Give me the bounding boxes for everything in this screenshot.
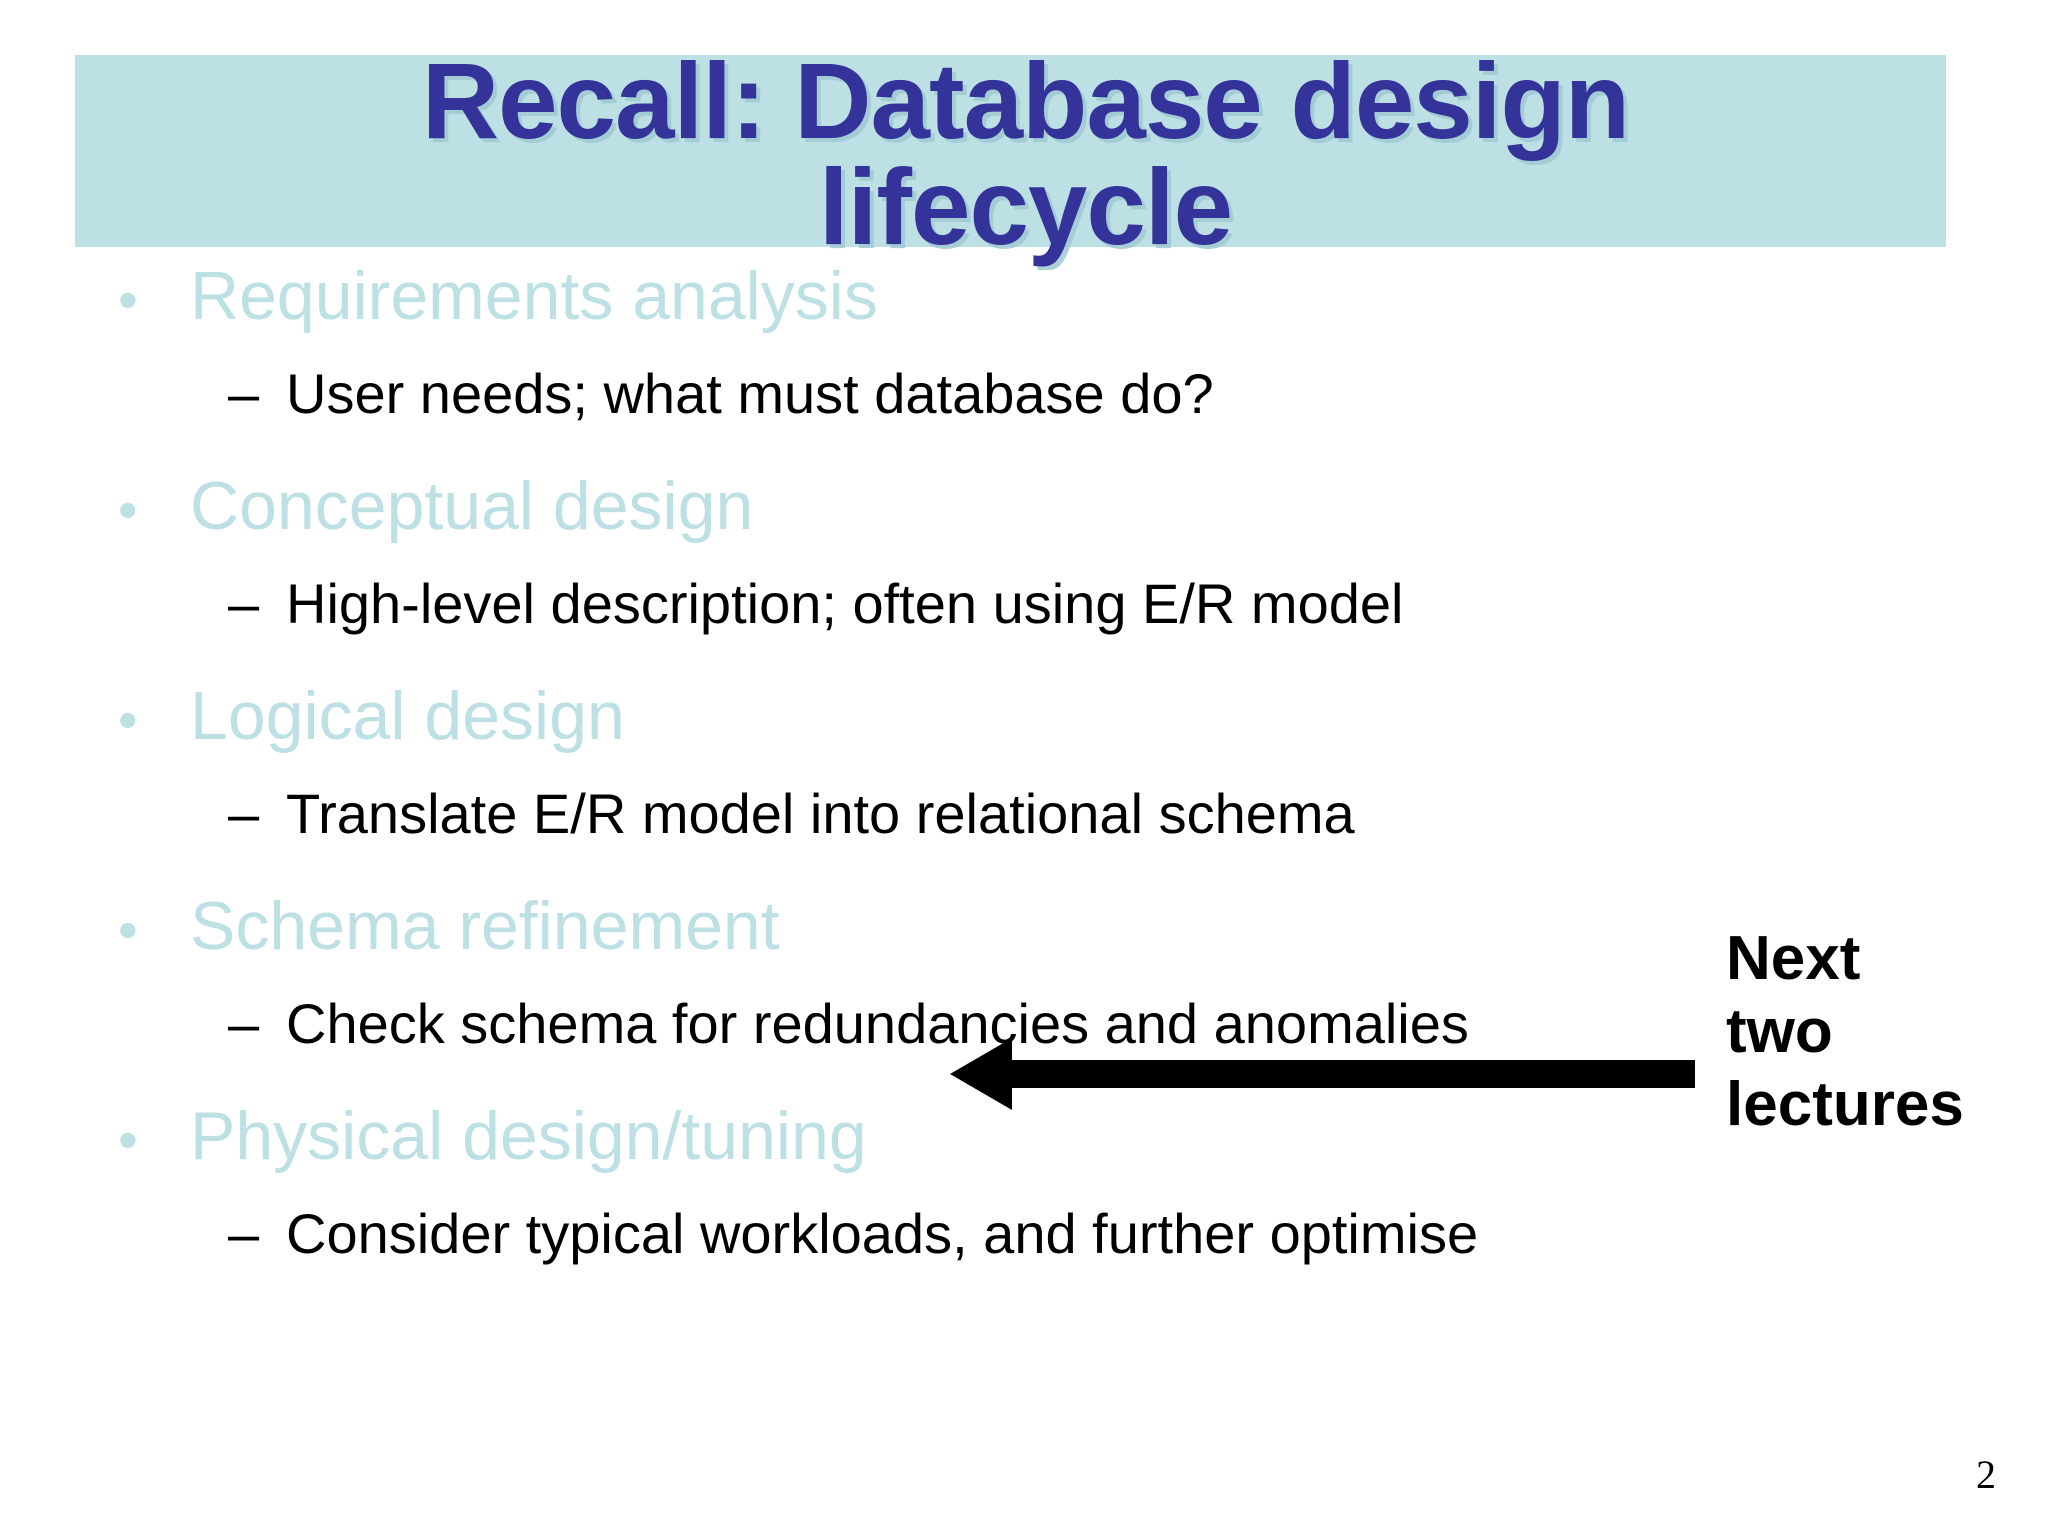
outline-subitem-label: High-level description; often using E/R … [286,572,1404,635]
outline-item-label: Requirements analysis [190,258,878,334]
outline-body: • Requirements analysis – User needs; wh… [0,262,2048,1312]
annotation-label: Next two lectures [1726,924,1964,1140]
bullet-dash-icon: – [228,782,260,845]
page-number: 2 [1976,1452,1996,1497]
title-band [75,55,1946,247]
outline-subitem-label: Consider typical workloads, and further … [286,1202,1479,1265]
outline-subitem-check-schema: – Check schema for redundancies and anom… [0,996,2048,1102]
outline-item-conceptual-design: • Conceptual design [0,472,2048,576]
outline-subitem-consider-workloads: – Consider typical workloads, and furthe… [0,1206,2048,1312]
outline-subitem-user-needs: – User needs; what must database do? [0,366,2048,472]
bullet-dot-icon: • [118,688,138,751]
bullet-dash-icon: – [228,992,260,1055]
outline-subitem-high-level-description: – High-level description; often using E/… [0,576,2048,682]
slide-title: Recall: Database design lifecycle [421,40,1630,267]
outline-item-label: Logical design [190,678,625,754]
annotation-arrow-container [950,1038,1695,1110]
outline-item-schema-refinement: • Schema refinement [0,892,2048,996]
bullet-dot-icon: • [118,898,138,961]
outline-item-physical-design-tuning: • Physical design/tuning [0,1102,2048,1206]
bullet-dash-icon: – [228,1202,260,1265]
outline-item-label: Schema refinement [190,888,780,964]
bullet-dash-icon: – [228,572,260,635]
bullet-dash-icon: – [228,362,260,425]
outline-item-label: Physical design/tuning [190,1098,867,1174]
outline-item-label: Conceptual design [190,468,754,544]
bullet-dot-icon: • [118,478,138,541]
bullet-dot-icon: • [118,268,138,331]
outline-subitem-label: Translate E/R model into relational sche… [286,782,1355,845]
outline-subitem-label: User needs; what must database do? [286,362,1214,425]
outline-subitem-label: Check schema for redundancies and anomal… [286,992,1469,1055]
outline-item-requirements-analysis: • Requirements analysis [0,262,2048,366]
arrow-left-icon [950,1038,1695,1110]
outline-item-logical-design: • Logical design [0,682,2048,786]
outline-subitem-translate-er-model: – Translate E/R model into relational sc… [0,786,2048,892]
bullet-dot-icon: • [118,1108,138,1171]
